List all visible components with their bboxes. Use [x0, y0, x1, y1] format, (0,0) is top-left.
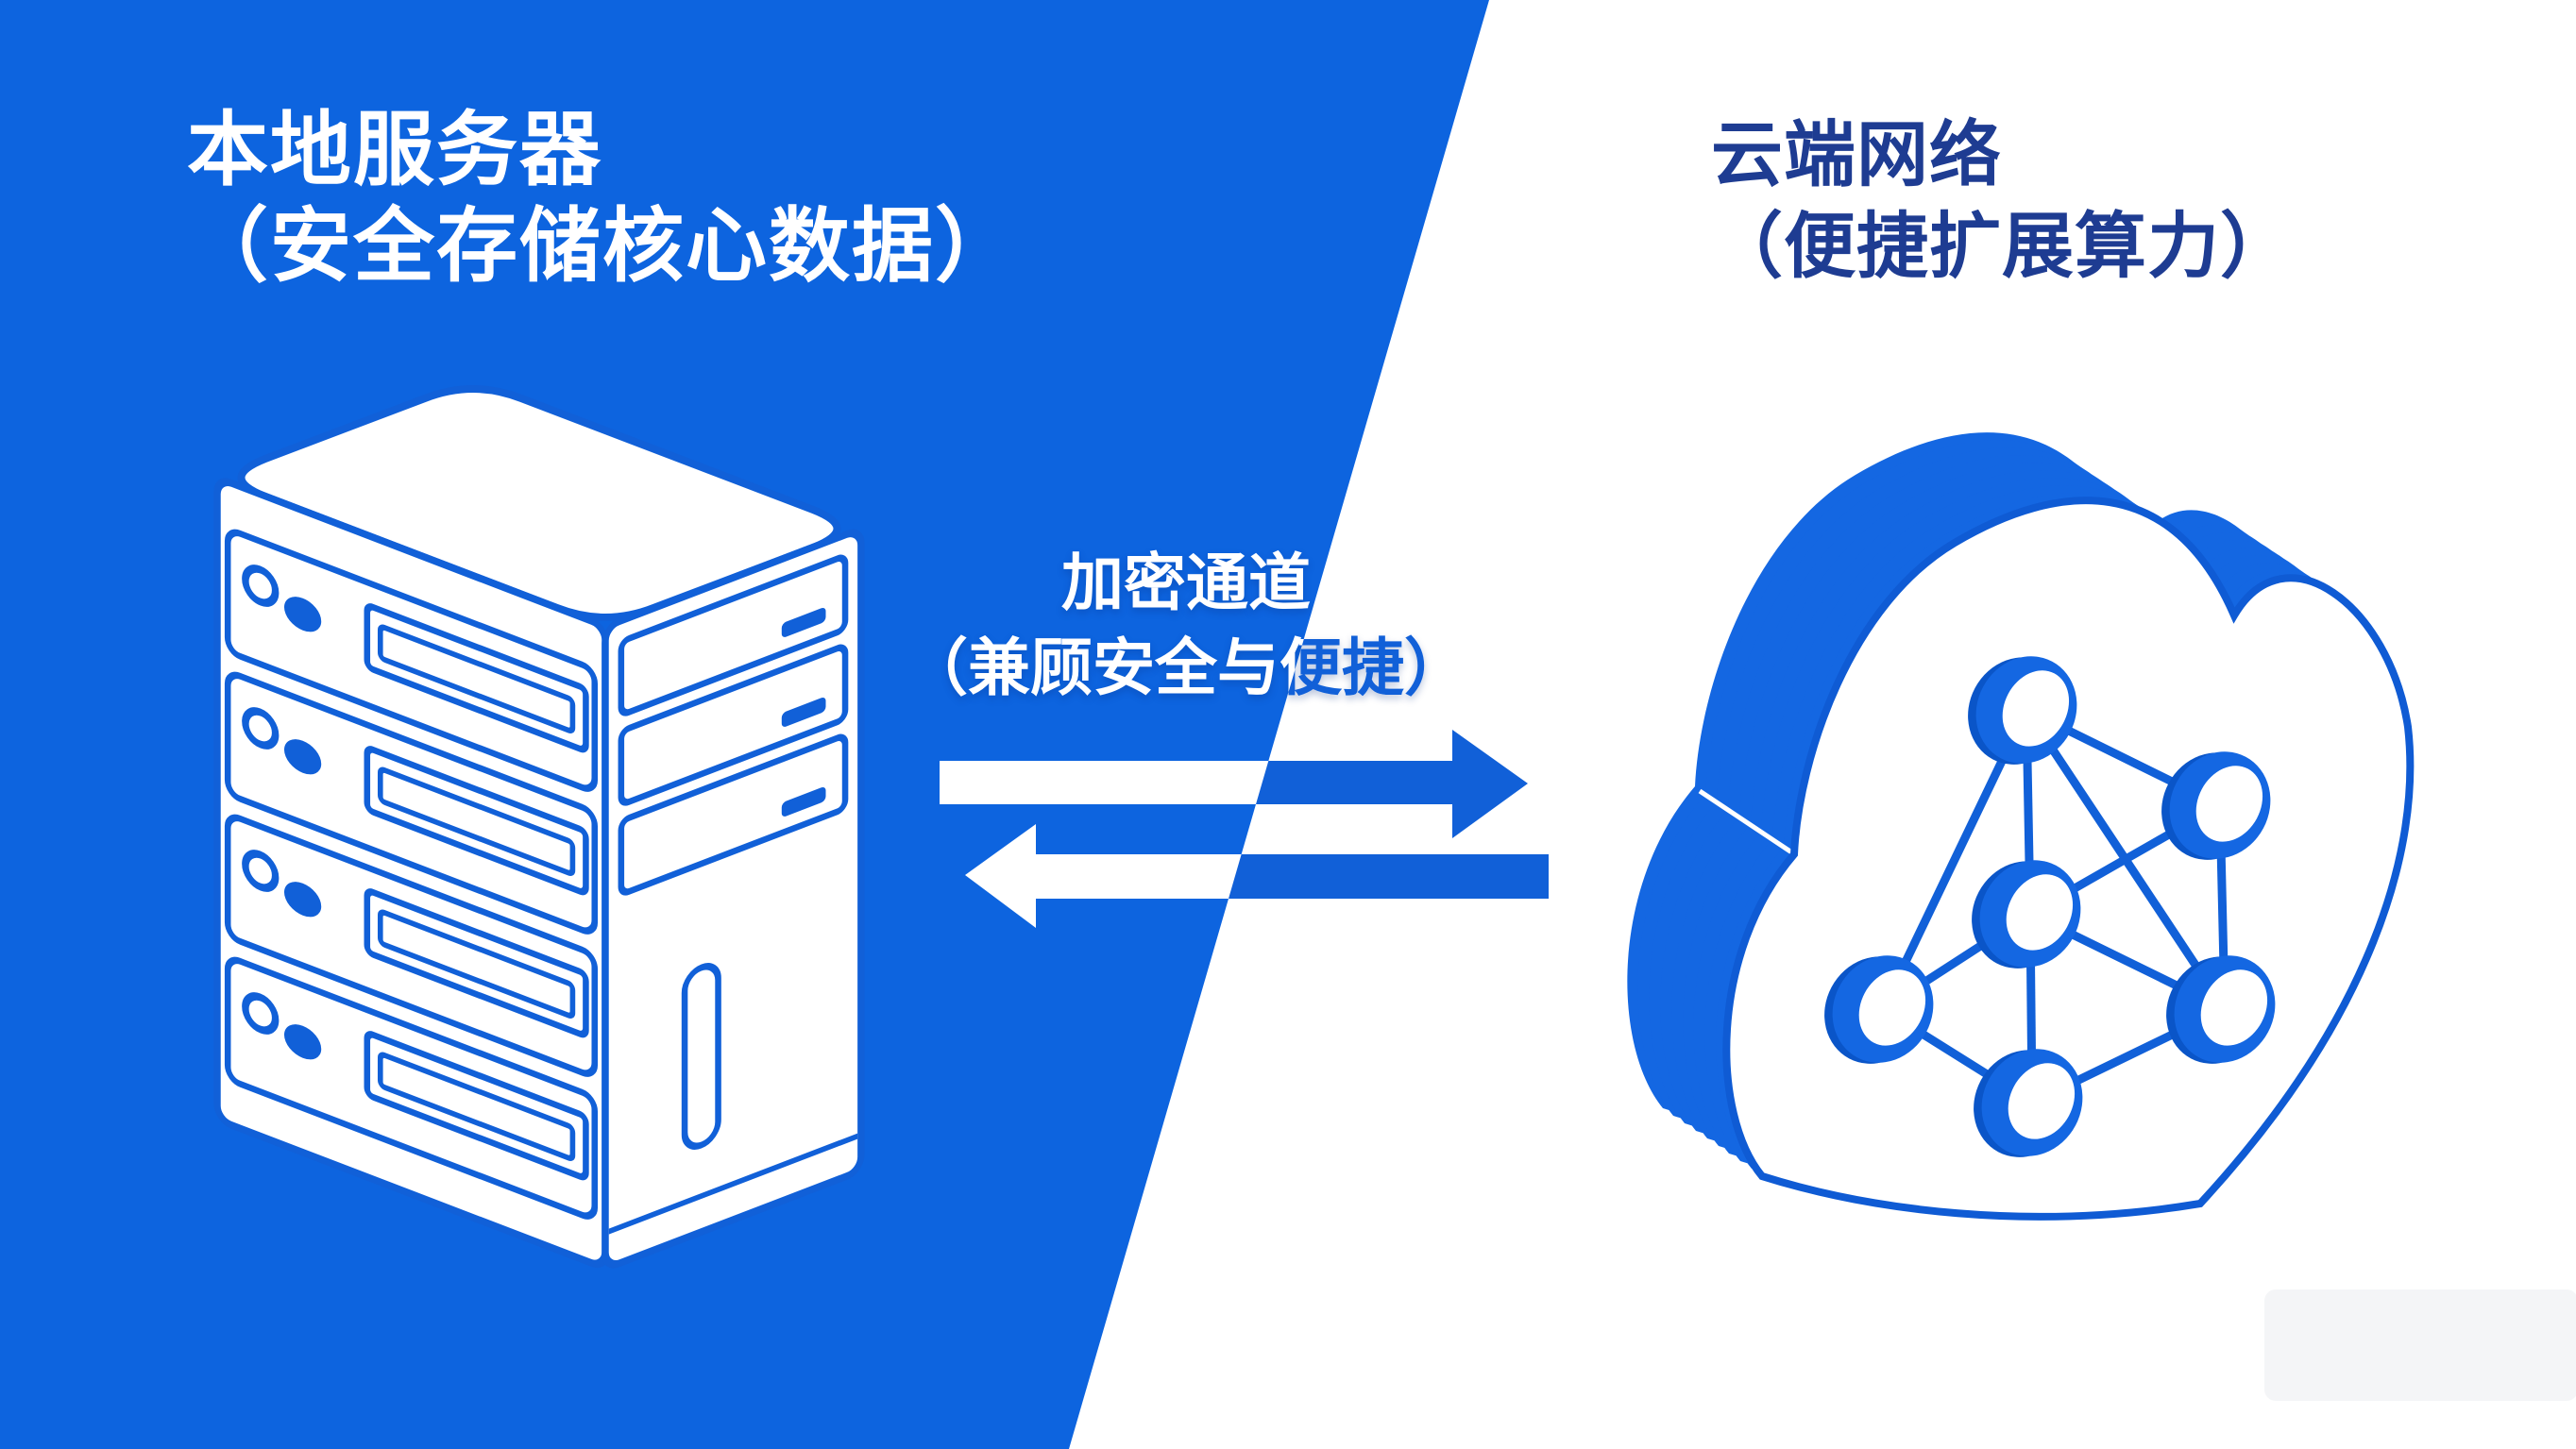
arrow-right-icon [940, 730, 1528, 838]
server-icon [213, 385, 865, 1269]
cloud-extrusion-seam [1698, 788, 1798, 858]
cloud-icon [1627, 432, 2410, 1217]
watermark-band [2264, 1289, 2576, 1401]
